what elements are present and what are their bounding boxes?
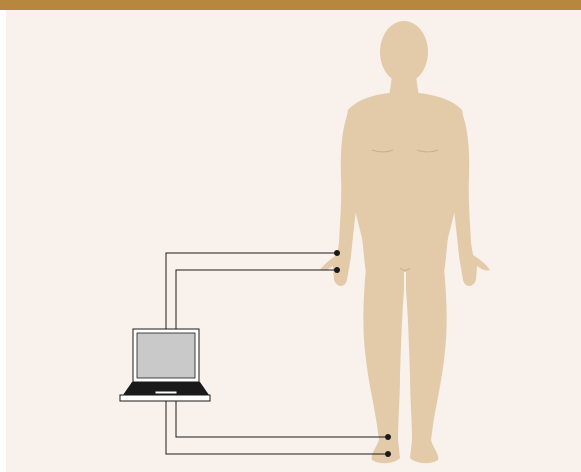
right-leg <box>363 268 404 463</box>
laptop-touchpad <box>155 391 177 394</box>
wire-hand-upper <box>166 253 337 330</box>
head <box>380 21 428 83</box>
torso <box>345 93 465 272</box>
wire-hand-lower <box>176 270 337 330</box>
laptop-base <box>120 395 210 401</box>
wire-foot-lower <box>166 400 388 454</box>
left-arm <box>449 108 490 286</box>
header-band <box>0 0 581 10</box>
laptop-screen <box>137 333 195 378</box>
left-leg <box>406 268 447 463</box>
human-body-silhouette-icon <box>320 21 490 463</box>
electrode-dot-icon <box>334 267 340 273</box>
right-arm <box>320 108 361 286</box>
wire-ankle-upper <box>176 400 388 437</box>
electrode-dot-icon <box>385 434 391 440</box>
electrode-dot-icon <box>385 451 391 457</box>
laptop-icon <box>120 329 210 401</box>
electrode-dot-icon <box>334 250 340 256</box>
